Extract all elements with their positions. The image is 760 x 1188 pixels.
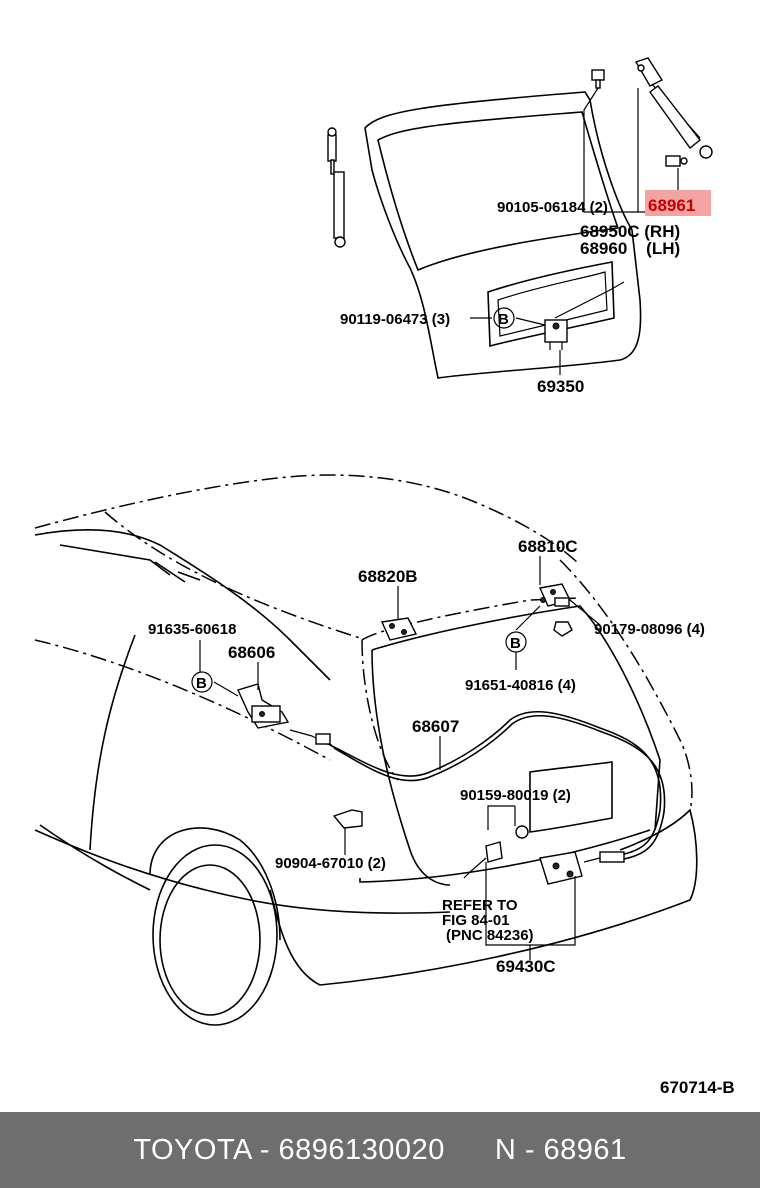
bolt-lower-drawing bbox=[515, 825, 529, 839]
label-lever: 68606 bbox=[228, 643, 275, 662]
label-refer-2: FIG 84-01 bbox=[442, 912, 510, 929]
highlight-box bbox=[645, 190, 711, 216]
label-damper-rh: 68950C (RH) bbox=[580, 222, 680, 241]
damper-left-drawing bbox=[327, 127, 346, 248]
latch-69430c-drawing bbox=[463, 841, 625, 885]
cable-68607 bbox=[329, 710, 662, 856]
label-cable: 68607 bbox=[412, 717, 459, 736]
marker-b-mid bbox=[505, 631, 527, 653]
rear-wheel bbox=[39, 824, 281, 1026]
lock-69350 bbox=[544, 319, 568, 343]
marker-b-mid-text: B bbox=[510, 635, 521, 652]
marker-b-upper-text: B bbox=[498, 311, 509, 328]
parts-diagram: 90105-06184 (2) 68961 68950C (RH) 68960 … bbox=[34, 57, 735, 1097]
car-rear-lower-view bbox=[34, 474, 698, 1026]
label-nut-right: 90179-08096 (4) bbox=[594, 621, 705, 638]
label-refer-3: (PNC 84236) bbox=[446, 927, 534, 944]
bolt-top-drawing bbox=[591, 69, 605, 89]
label-damper-lh: 68960 (LH) bbox=[580, 239, 680, 258]
label-hinge-right: 68810C bbox=[518, 537, 578, 556]
bolt-68961-drawing bbox=[665, 155, 688, 167]
label-bolt-lower: 90159-80019 (2) bbox=[460, 787, 571, 804]
label-lock-upper: 69350 bbox=[537, 377, 584, 396]
label-bolt-mid: 91651-40816 (4) bbox=[465, 677, 576, 694]
hinge-68810c-drawing bbox=[538, 583, 572, 607]
label-clip-left: 91635-60618 bbox=[148, 621, 236, 638]
hinge-68820b-drawing bbox=[380, 617, 418, 641]
label-refer-1: REFER TO bbox=[442, 897, 518, 914]
label-screw-upper: 90119-06473 (3) bbox=[340, 311, 450, 328]
label-bolt-upper: 90105-06184 (2) bbox=[497, 199, 608, 216]
footer-bar: TOYOTA - 6896130020 N - 68961 bbox=[0, 1112, 760, 1188]
label-hinge-left: 68820B bbox=[358, 567, 418, 586]
nut-drawing bbox=[553, 621, 573, 637]
marker-b-upper bbox=[493, 307, 515, 329]
lever-68606-drawing bbox=[237, 683, 290, 729]
back-door-upper-view bbox=[327, 57, 713, 379]
marker-b-left bbox=[191, 671, 213, 693]
damper-right-drawing bbox=[634, 57, 713, 159]
marker-b-left-text: B bbox=[196, 675, 207, 692]
footer-part-ref: N - 68961 bbox=[494, 1133, 627, 1166]
footer-brand-part: TOYOTA - 6896130020 bbox=[133, 1133, 445, 1166]
label-clamp: 90904-67010 (2) bbox=[275, 855, 386, 872]
figure-code: 670714-B bbox=[660, 1078, 735, 1097]
clamp-drawing bbox=[332, 809, 363, 829]
label-highlight-part: 68961 bbox=[648, 196, 695, 215]
label-latch: 69430C bbox=[496, 957, 556, 976]
